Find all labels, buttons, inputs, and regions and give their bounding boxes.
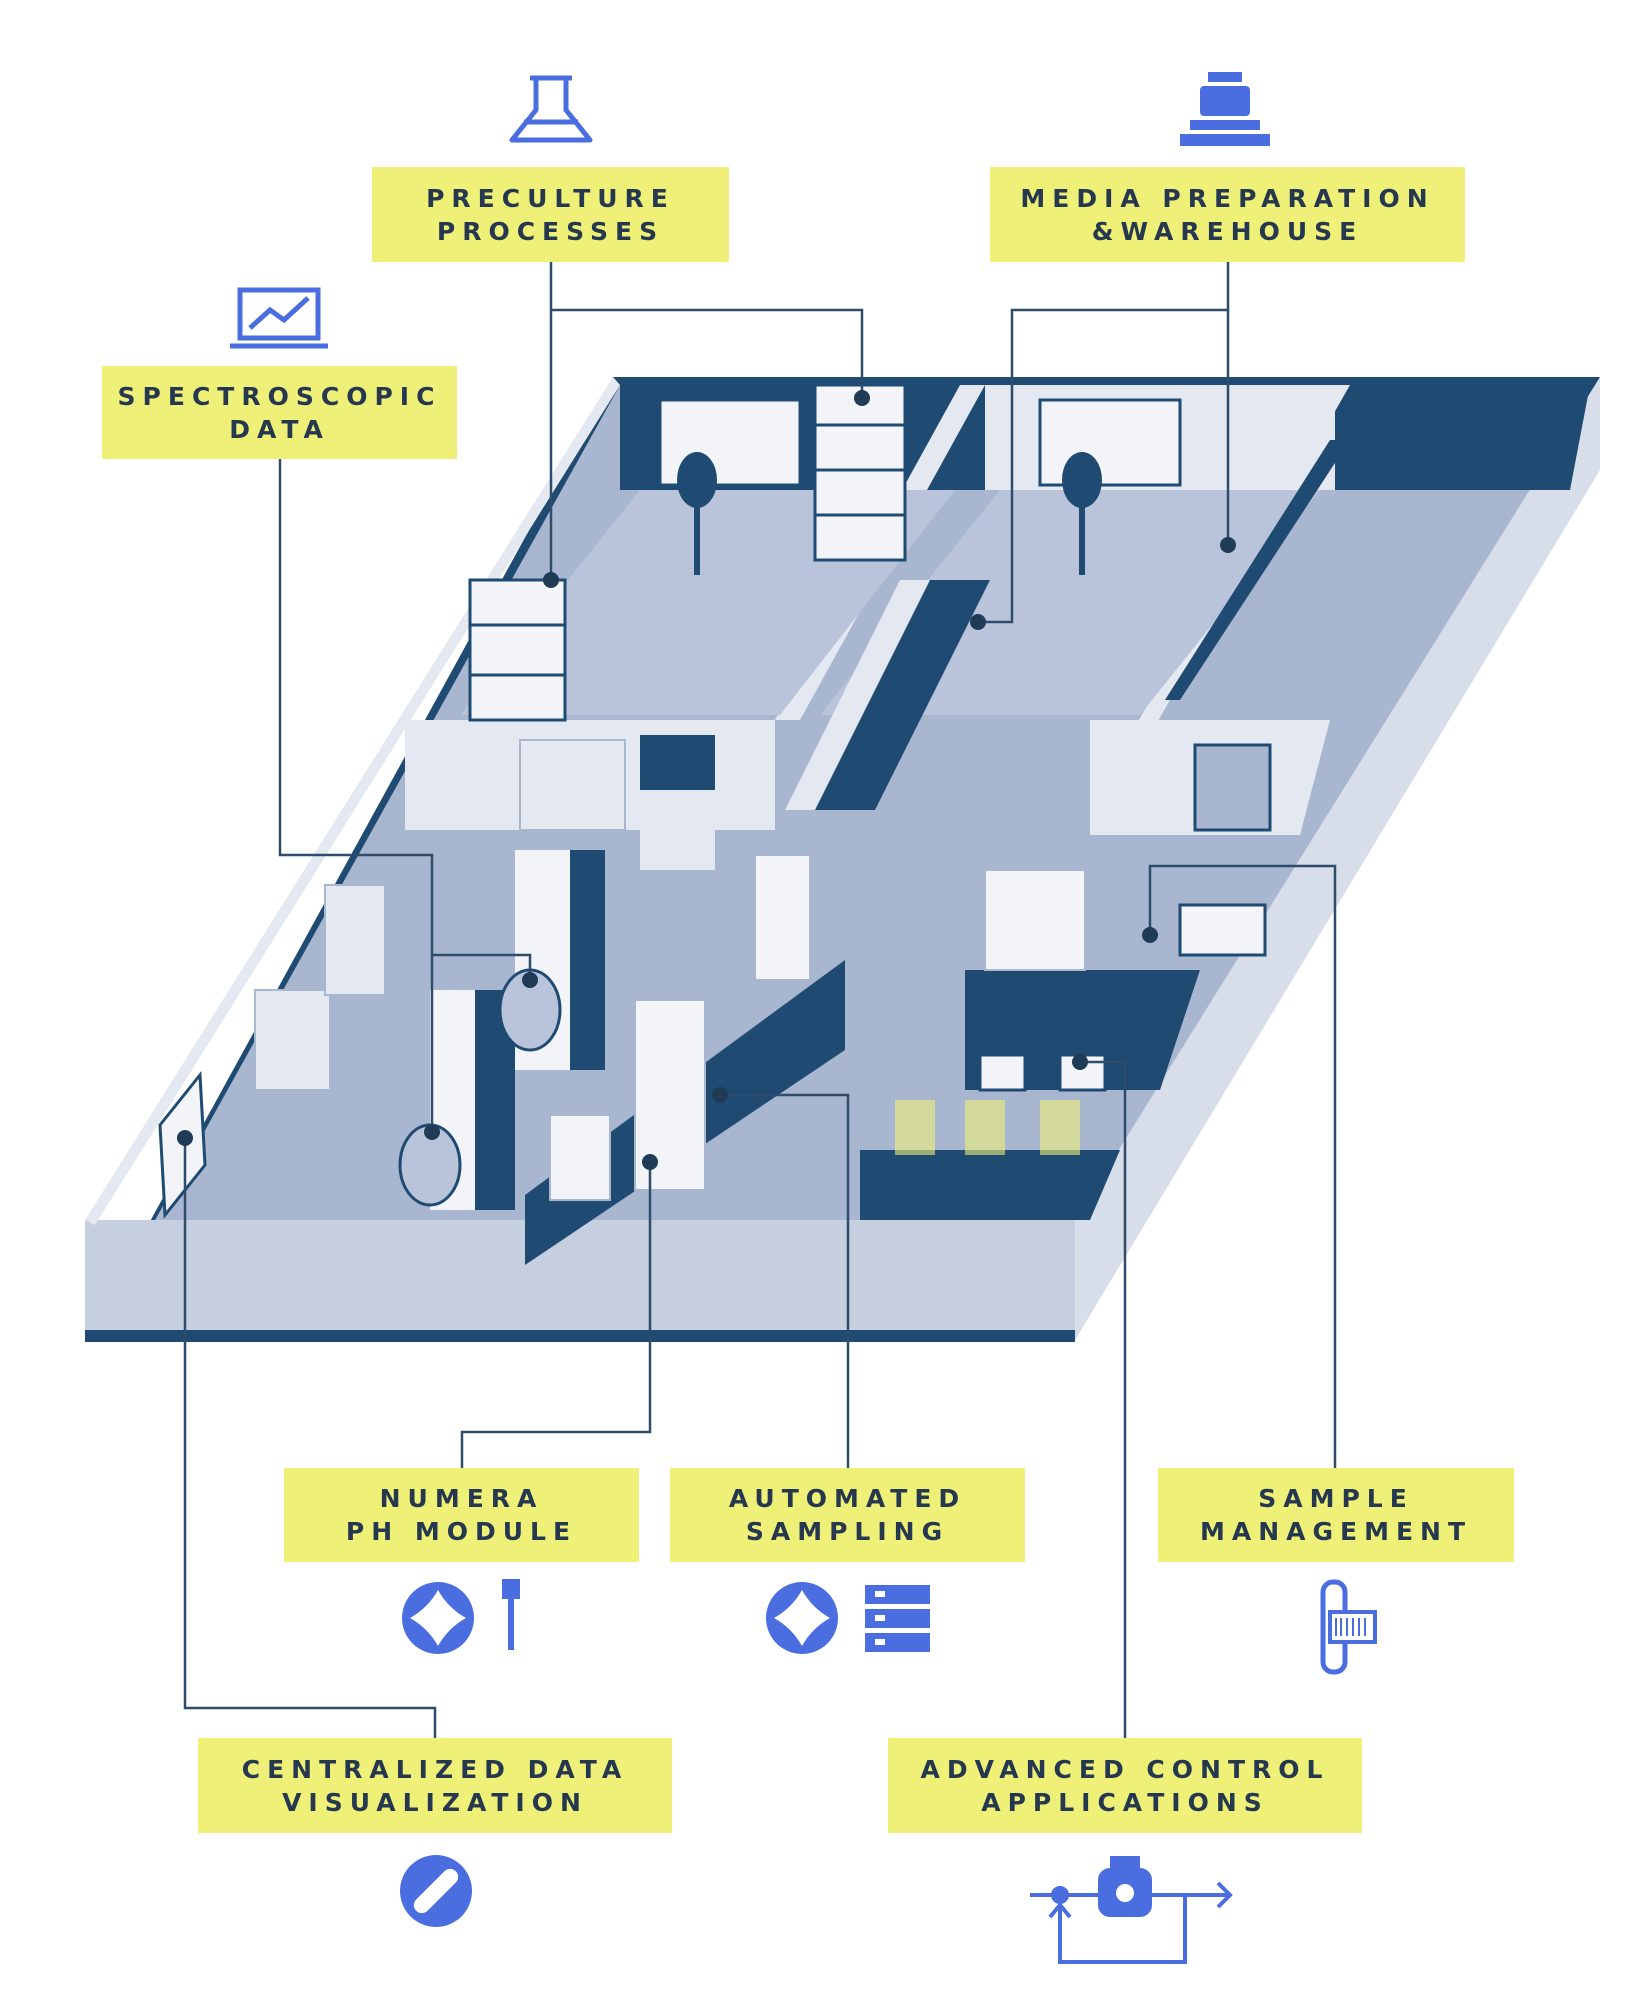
label-line: &WAREHOUSE — [1091, 216, 1364, 246]
advanced-control-applications-label: ADVANCED CONTROL APPLICATIONS — [888, 1738, 1362, 1833]
label-line: VISUALIZATION — [282, 1787, 588, 1817]
connector-lines — [183, 262, 1337, 1738]
numera-logo-icon — [402, 1582, 474, 1654]
visualization-logo-icon — [400, 1855, 472, 1927]
label-line: NUMERA — [379, 1484, 544, 1513]
preculture-processes-label: PRECULTURE PROCESSES — [372, 167, 729, 262]
lab-building — [85, 377, 1600, 1342]
numera-logo-icon-2 — [766, 1582, 838, 1654]
label-line: PH MODULE — [345, 1517, 578, 1546]
spectroscopic-data-label: SPECTROSCOPIC DATA — [102, 366, 457, 459]
control-loop-icon — [1030, 1856, 1233, 1964]
label-line: DATA — [229, 414, 330, 444]
label-line: MEDIA PREPARATION — [1020, 183, 1435, 213]
flask-icon — [509, 75, 593, 143]
label-line: CENTRALIZED DATA — [241, 1754, 629, 1784]
label-line: ADVANCED CONTROL — [920, 1754, 1330, 1784]
label-line: PROCESSES — [436, 216, 665, 246]
connector-dots — [177, 390, 1236, 1170]
label-line: MANAGEMENT — [1199, 1517, 1473, 1546]
label-line: APPLICATIONS — [981, 1787, 1269, 1817]
automated-sampling-label: AUTOMATED SAMPLING — [670, 1468, 1025, 1562]
balance-scale-icon — [1180, 72, 1270, 146]
label-line: SPECTROSCOPIC — [117, 381, 442, 411]
centralized-data-visualization-label: CENTRALIZED DATA VISUALIZATION — [198, 1738, 672, 1833]
label-line: SAMPLE — [1258, 1484, 1414, 1513]
numera-ph-module-label: NUMERA PH MODULE — [284, 1468, 639, 1562]
label-line: SAMPLING — [745, 1517, 950, 1546]
label-line: PRECULTURE — [426, 183, 675, 213]
barcode-tube-icon — [1320, 1579, 1377, 1675]
laptop-chart-icon — [230, 287, 328, 349]
sample-management-label: SAMPLE MANAGEMENT — [1158, 1468, 1514, 1562]
media-preparation-label: MEDIA PREPARATION &WAREHOUSE — [990, 167, 1465, 262]
sampler-rack-icon — [865, 1585, 930, 1652]
ph-probe-icon — [502, 1579, 520, 1650]
label-line: AUTOMATED — [728, 1484, 967, 1513]
